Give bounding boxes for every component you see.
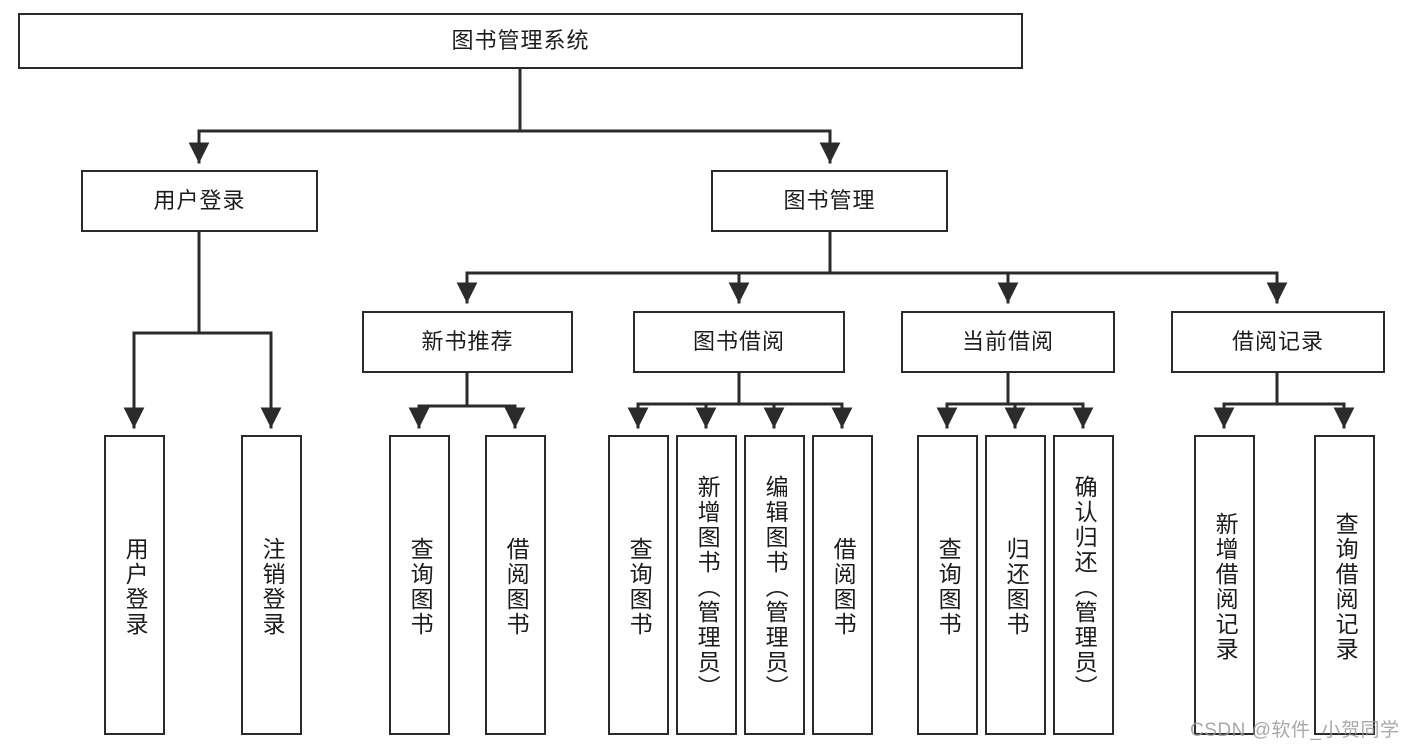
node-label: 查询图书 bbox=[407, 537, 434, 637]
node-leaf-query-book-1[interactable]: 查询图书 bbox=[389, 435, 450, 735]
node-borrow-record[interactable]: 借阅记录 bbox=[1171, 311, 1385, 373]
node-leaf-borrow-book-1[interactable]: 借阅图书 bbox=[485, 435, 546, 735]
node-new-book-recommend[interactable]: 新书推荐 bbox=[362, 311, 573, 373]
node-current-borrow[interactable]: 当前借阅 bbox=[901, 311, 1115, 373]
node-leaf-return-book[interactable]: 归还图书 bbox=[985, 435, 1046, 735]
node-label: 新增借阅记录 bbox=[1212, 512, 1239, 662]
node-leaf-user-login[interactable]: 用户登录 bbox=[104, 435, 165, 735]
node-leaf-edit-book[interactable]: 编辑图书（管理员） bbox=[744, 435, 805, 735]
node-label: 查询图书 bbox=[626, 537, 653, 637]
node-leaf-query-book-2[interactable]: 查询图书 bbox=[608, 435, 669, 735]
node-label: 图书管理系统 bbox=[451, 28, 590, 54]
node-root-book-management-system[interactable]: 图书管理系统 bbox=[18, 13, 1023, 69]
node-label: 新增图书（管理员） bbox=[694, 474, 721, 700]
node-label: 用户登录 bbox=[122, 537, 149, 637]
node-label: 新书推荐 bbox=[421, 329, 514, 355]
node-book-management[interactable]: 图书管理 bbox=[711, 170, 948, 232]
node-leaf-add-book[interactable]: 新增图书（管理员） bbox=[676, 435, 737, 735]
node-leaf-confirm-return[interactable]: 确认归还（管理员） bbox=[1053, 435, 1114, 735]
node-label: 查询借阅记录 bbox=[1332, 512, 1359, 662]
node-user-login[interactable]: 用户登录 bbox=[81, 170, 318, 232]
node-label: 借阅记录 bbox=[1231, 329, 1324, 355]
node-leaf-borrow-book-2[interactable]: 借阅图书 bbox=[812, 435, 873, 735]
node-label: 确认归还（管理员） bbox=[1071, 474, 1098, 700]
node-label: 归还图书 bbox=[1003, 537, 1030, 637]
node-label: 注销登录 bbox=[259, 537, 286, 637]
node-leaf-query-book-3[interactable]: 查询图书 bbox=[917, 435, 978, 735]
node-label: 用户登录 bbox=[153, 188, 246, 214]
node-leaf-query-record[interactable]: 查询借阅记录 bbox=[1314, 435, 1375, 735]
node-label: 图书管理 bbox=[783, 188, 876, 214]
node-leaf-logout-login[interactable]: 注销登录 bbox=[241, 435, 302, 735]
node-label: 借阅图书 bbox=[503, 537, 530, 637]
node-label: 编辑图书（管理员） bbox=[762, 474, 789, 700]
node-label: 当前借阅 bbox=[961, 329, 1054, 355]
node-label: 借阅图书 bbox=[830, 537, 857, 637]
node-book-borrow[interactable]: 图书借阅 bbox=[633, 311, 845, 373]
node-leaf-add-record[interactable]: 新增借阅记录 bbox=[1194, 435, 1255, 735]
node-label: 图书借阅 bbox=[692, 329, 785, 355]
node-label: 查询图书 bbox=[935, 537, 962, 637]
